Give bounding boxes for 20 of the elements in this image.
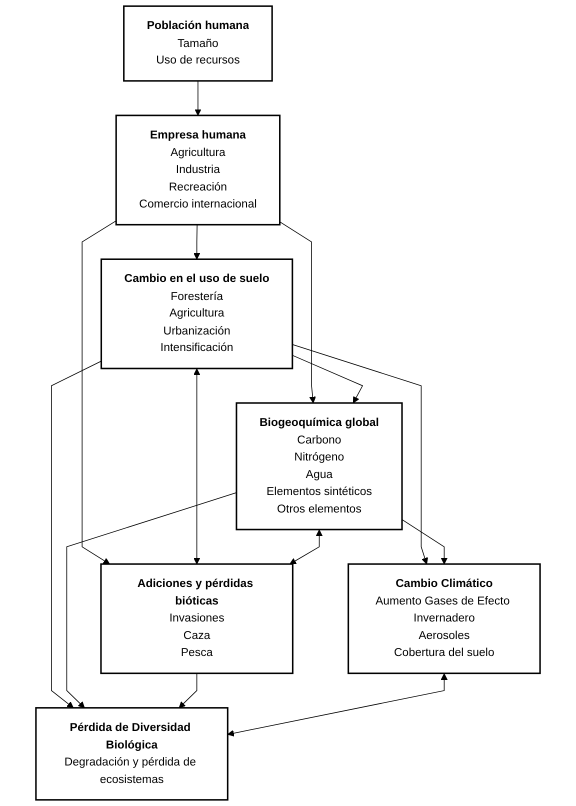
node-box: Cambio Climático Aumento Gases de Efecto Invernadero Aerosoles Cobertura del suelo [348, 563, 541, 674]
arrow [82, 220, 117, 564]
arrow [227, 673, 448, 737]
arrow [402, 519, 448, 564]
arrow [66, 492, 237, 708]
arrow [279, 221, 316, 404]
arrow [193, 368, 200, 564]
arrow [51, 360, 102, 708]
arrow [292, 354, 364, 404]
arrow [194, 80, 202, 116]
arrow [178, 672, 198, 708]
node-box: Empresa humana Agricultura Industria Recreación Comercio internacional [115, 114, 281, 226]
arrow [290, 530, 323, 564]
node-box: Pérdida de Diversidad Biológica Degradación y pérdida de ecosistemas [35, 707, 228, 801]
node-box: Cambio en el uso de suelo Forestería Agricultura Urbanización Intensificación [100, 258, 294, 370]
node-box: Población humana Tamaño Uso de recursos [123, 5, 273, 82]
arrow [292, 344, 428, 564]
node-box: Biogeoquímica global Carbono Nitrógeno Agua Elementos sintéticos Otros elementos [236, 402, 403, 530]
arrow [193, 224, 200, 260]
node-box: Adiciones y pérdidas bióticas Invasiones Caza Pesca [100, 563, 294, 674]
